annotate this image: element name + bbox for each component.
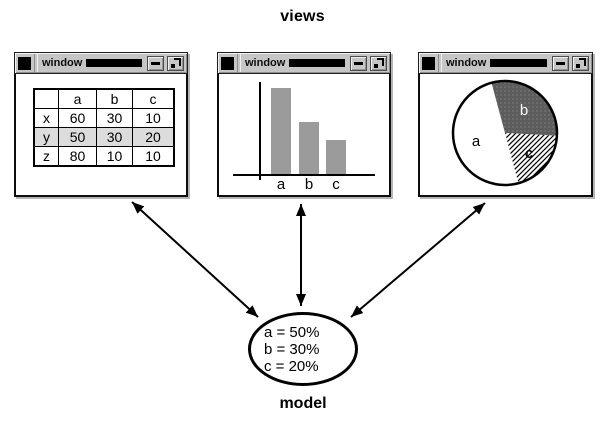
model-value-b: b = 30% [264, 341, 320, 358]
data-table: a b c x 60 30 10 y 50 30 20 z [33, 88, 175, 167]
pie-outline [451, 79, 559, 187]
pie-view-content: a b c [418, 74, 593, 197]
header-cell: a [58, 88, 97, 109]
header-cell: b [96, 88, 133, 109]
window-title: window [245, 57, 286, 69]
titlebar-divider [34, 54, 38, 72]
titlebar-drag-bar[interactable] [289, 59, 345, 67]
pie-label-c: c [525, 145, 533, 162]
maximize-button[interactable] [370, 55, 387, 71]
row-label: x [33, 108, 59, 128]
model-values: a = 50% b = 30% c = 20% [251, 315, 355, 375]
model-node: a = 50% b = 30% c = 20% [248, 312, 358, 386]
window-pie-view: window [418, 52, 593, 197]
minimize-icon [556, 61, 565, 65]
bar [326, 140, 346, 174]
pie-slice-c [505, 133, 557, 184]
window-table-view: window a b c x [14, 52, 188, 197]
row-label: z [33, 146, 59, 167]
cell: 20 [132, 127, 175, 147]
table-row-y-highlighted[interactable]: y 50 30 20 [33, 127, 175, 147]
window-bar-view: window a b c [217, 52, 391, 197]
cell: 80 [58, 146, 97, 167]
maximize-icon [576, 57, 586, 68]
maximize-icon [374, 57, 384, 68]
cell: 60 [58, 108, 97, 128]
maximize-button[interactable] [167, 55, 184, 71]
bar-label: c [332, 176, 340, 193]
table-view-content: a b c x 60 30 10 y 50 30 20 z [14, 74, 188, 197]
row-label: y [33, 127, 59, 147]
cell: 50 [58, 127, 97, 147]
titlebar-divider [438, 54, 442, 72]
maximize-button[interactable] [572, 55, 589, 71]
titlebar-drag-bar[interactable] [86, 59, 142, 67]
bar-view-content: a b c [217, 74, 391, 197]
cell: 10 [132, 146, 175, 167]
pie-slice-b [491, 81, 557, 136]
arrow-table-model [131, 201, 259, 318]
header-cell [33, 88, 59, 109]
bar [271, 88, 291, 174]
minimize-button[interactable] [350, 55, 367, 71]
minimize-button[interactable] [147, 55, 164, 71]
window-menu-icon[interactable] [18, 56, 31, 70]
minimize-button[interactable] [552, 55, 569, 71]
titlebar[interactable]: window [14, 52, 188, 74]
y-axis [259, 82, 261, 180]
cell: 10 [96, 146, 133, 167]
bar-label: b [304, 176, 314, 193]
titlebar[interactable]: window [217, 52, 391, 74]
model-value-c: c = 20% [264, 358, 319, 375]
table-row-z[interactable]: z 80 10 10 [33, 146, 175, 167]
titlebar[interactable]: window [418, 52, 593, 74]
pie-label-a: a [472, 133, 481, 150]
minimize-icon [151, 61, 160, 65]
bar [299, 122, 319, 174]
minimize-icon [354, 61, 363, 65]
table-header-row: a b c [33, 88, 175, 109]
bar-label: a [276, 176, 286, 193]
views-title: views [280, 8, 325, 25]
pie-chart: a b c [451, 79, 559, 187]
model-value-a: a = 50% [264, 324, 320, 341]
titlebar-drag-bar[interactable] [490, 59, 547, 67]
table-row-x[interactable]: x 60 30 10 [33, 108, 175, 128]
model-label: model [279, 395, 327, 412]
cell: 30 [96, 108, 133, 128]
header-cell: c [132, 88, 175, 109]
titlebar-divider [237, 54, 241, 72]
cell: 30 [96, 127, 133, 147]
arrow-pie-model [350, 202, 486, 318]
window-menu-icon[interactable] [221, 56, 234, 70]
pie-label-b: b [520, 102, 528, 119]
cell: 10 [132, 108, 175, 128]
window-title: window [446, 57, 487, 69]
window-menu-icon[interactable] [422, 56, 435, 70]
maximize-icon [171, 57, 181, 68]
x-axis [233, 174, 375, 176]
window-title: window [42, 57, 83, 69]
